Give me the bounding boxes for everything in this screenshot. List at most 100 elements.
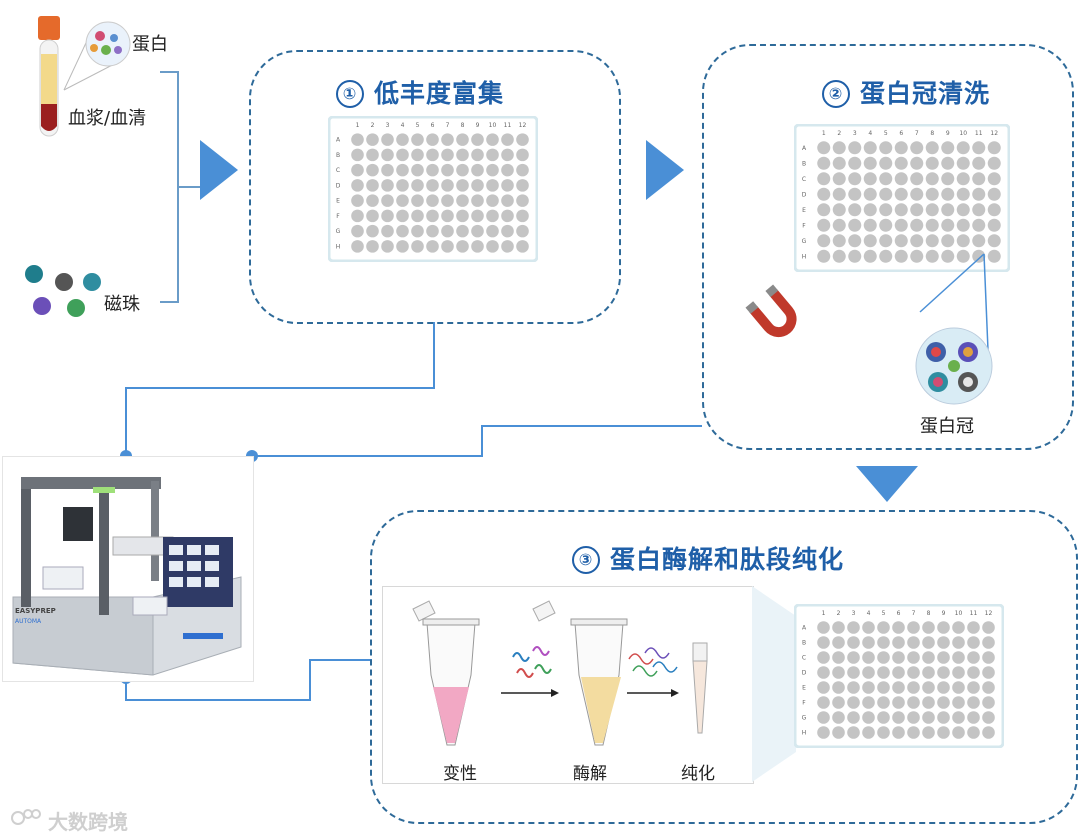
plate-well <box>516 133 529 146</box>
plate-well <box>922 711 935 724</box>
plate-well <box>863 172 877 186</box>
plate-well <box>894 234 908 248</box>
plate-column-label: 3 <box>386 122 390 129</box>
pipette-tip <box>692 642 708 734</box>
plate-well <box>817 218 831 232</box>
plate-well <box>817 696 830 709</box>
plate-well <box>486 148 499 162</box>
plate-well <box>832 234 846 248</box>
corona-zoom-lines <box>919 253 989 351</box>
plate-well <box>411 194 424 207</box>
plate-well <box>892 726 905 739</box>
plate-well <box>952 726 965 739</box>
plate-well <box>471 148 484 162</box>
plate-well <box>892 711 905 724</box>
plate-well <box>956 218 970 232</box>
plate-well <box>956 172 970 186</box>
plate-well <box>817 172 831 186</box>
plate-well <box>848 187 862 201</box>
plate-row-label: F <box>802 700 806 707</box>
plate-row-label: D <box>802 670 807 677</box>
plate-well <box>925 156 939 170</box>
plate-well <box>937 681 950 694</box>
plate-well <box>351 163 364 177</box>
plate-well <box>907 666 920 679</box>
plate-well <box>863 218 877 232</box>
plate-row-label: B <box>802 640 806 647</box>
step1-panel <box>249 50 621 324</box>
plate-well <box>894 218 908 232</box>
plate-well <box>910 187 924 201</box>
plate-well <box>832 187 846 201</box>
plate-well <box>832 636 845 649</box>
plate-well <box>941 187 955 201</box>
plate-well <box>892 621 905 634</box>
plate-well <box>832 681 845 694</box>
plate-well <box>987 156 1001 170</box>
plate-well <box>952 681 965 694</box>
plate-column-label: 6 <box>897 610 901 617</box>
plate-well <box>982 651 995 664</box>
plate-column-label: 2 <box>837 130 841 137</box>
instrument-brand: EASYPREP <box>15 607 56 615</box>
plate-well <box>817 141 831 155</box>
plate-well <box>847 651 860 664</box>
corona-label: 蛋白冠 <box>920 416 974 437</box>
plate-well <box>396 224 409 238</box>
plate-well <box>910 172 924 186</box>
plate-column-label: 5 <box>882 610 886 617</box>
plate-well <box>832 218 846 232</box>
plate-well <box>426 148 439 162</box>
plate-well <box>894 172 908 186</box>
plate-well <box>351 179 364 192</box>
plate-well <box>907 651 920 664</box>
plate-well <box>471 163 484 177</box>
plate-well <box>877 681 890 694</box>
plasma-label: 血浆/血清 <box>68 108 147 129</box>
plate-well <box>456 163 469 177</box>
plate-well <box>817 681 830 694</box>
plate-row-label: G <box>802 715 807 722</box>
plate-row-label: A <box>802 625 807 632</box>
plate-well <box>925 218 939 232</box>
plate-column-label: 2 <box>371 122 375 129</box>
plate-column-label: 1 <box>356 122 360 129</box>
plate-well <box>426 209 439 223</box>
plate-well <box>351 240 364 253</box>
plate-well <box>863 187 877 201</box>
plate-well <box>910 203 924 217</box>
plate-well <box>892 666 905 679</box>
plate-well <box>381 194 394 207</box>
plate-well <box>879 156 893 170</box>
plate-well <box>381 163 394 177</box>
plate-well <box>366 209 379 223</box>
plate-well <box>516 148 529 162</box>
plate-well <box>956 234 970 248</box>
plate-well <box>501 133 514 146</box>
plate-well <box>848 203 862 217</box>
plate-well <box>972 172 986 186</box>
plate-well <box>817 203 831 217</box>
plate-well <box>967 651 980 664</box>
plate-well <box>441 240 454 253</box>
plate-well <box>396 209 409 223</box>
plate-column-label: 9 <box>946 130 950 137</box>
plate-well <box>832 726 845 739</box>
plate-well <box>486 240 499 253</box>
plate-well <box>441 163 454 177</box>
plate-well <box>894 156 908 170</box>
plate-well <box>848 249 862 263</box>
plate-row-label: H <box>802 730 807 737</box>
plate-well <box>366 163 379 177</box>
plate-well <box>952 636 965 649</box>
plate-column-label: 2 <box>837 610 841 617</box>
plate-well <box>381 179 394 192</box>
plate-well <box>426 179 439 192</box>
plate-well <box>892 681 905 694</box>
plate-well <box>982 681 995 694</box>
plate-well <box>848 141 862 155</box>
plate-well <box>863 234 877 248</box>
plate-well <box>967 636 980 649</box>
plate-column-label: 4 <box>867 610 871 617</box>
plate-well <box>516 163 529 177</box>
